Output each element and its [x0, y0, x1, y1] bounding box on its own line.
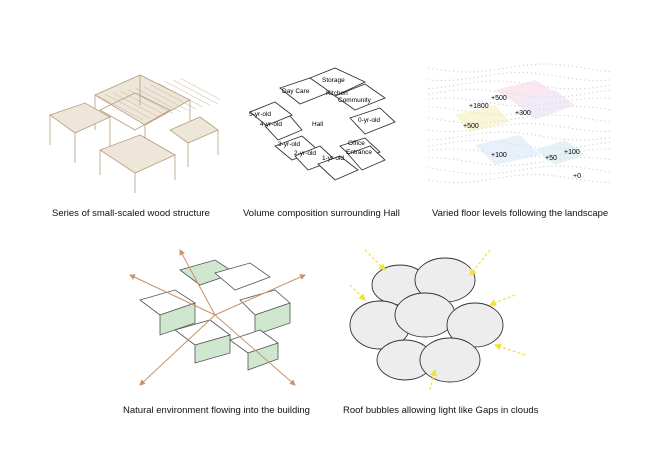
environment-drawing — [129, 249, 306, 386]
level-1800: +1800 — [469, 103, 489, 110]
wood-structure-diagram — [40, 55, 220, 195]
vol-label-3yr: 3-yr-old — [278, 141, 300, 148]
volume-composition-diagram: Storage Day Care Kitchen Community 5-yr-… — [240, 60, 400, 190]
vol-label-office: Office — [348, 140, 365, 147]
caption-bubbles: Roof bubbles allowing light like Gaps in… — [343, 405, 539, 416]
environment-diagram — [120, 245, 310, 395]
vol-label-5yr: 5-yr-old — [249, 111, 271, 118]
vol-label-community: Community — [338, 97, 372, 104]
vol-label-hall: Hall — [312, 121, 324, 128]
vol-label-4yr: 4-yr-old — [260, 121, 282, 128]
level-500a: +500 — [491, 95, 507, 102]
vol-label-entrance: Entrance — [346, 149, 372, 156]
contour-dots — [428, 63, 610, 184]
level-100a: +100 — [491, 152, 507, 159]
level-50: +50 — [545, 155, 557, 162]
floor-levels-diagram: +500 +1800 +300 +500 +100 +50 +100 +0 — [425, 60, 615, 190]
roof-bubbles-diagram — [340, 245, 540, 395]
vol-label-1yr: 1-yr-old — [322, 155, 344, 162]
vol-label-storage: Storage — [322, 77, 345, 84]
level-100b: +100 — [564, 149, 580, 156]
level-0: +0 — [573, 173, 581, 180]
caption-volume: Volume composition surrounding Hall — [243, 208, 400, 219]
vol-label-2yr: 2-yr-old — [294, 150, 316, 157]
roof-bubbles-drawing — [349, 249, 526, 391]
vol-label-daycare: Day Care — [282, 88, 310, 95]
level-300: +300 — [515, 110, 531, 117]
vol-label-kitchen: Kitchen — [326, 90, 348, 97]
wood-rafters — [97, 78, 220, 121]
caption-environment: Natural environment flowing into the bui… — [123, 405, 310, 416]
caption-wood: Series of small-scaled wood structure — [52, 208, 210, 219]
volume-drawing: Storage Day Care Kitchen Community 5-yr-… — [249, 67, 396, 181]
vol-label-0yr: 0-yr-old — [358, 117, 380, 124]
level-500b: +500 — [463, 123, 479, 130]
floor-levels-drawing: +500 +1800 +300 +500 +100 +50 +100 +0 — [428, 63, 610, 184]
wood-structure-drawing — [49, 74, 220, 193]
caption-floor: Varied floor levels following the landsc… — [432, 208, 609, 219]
